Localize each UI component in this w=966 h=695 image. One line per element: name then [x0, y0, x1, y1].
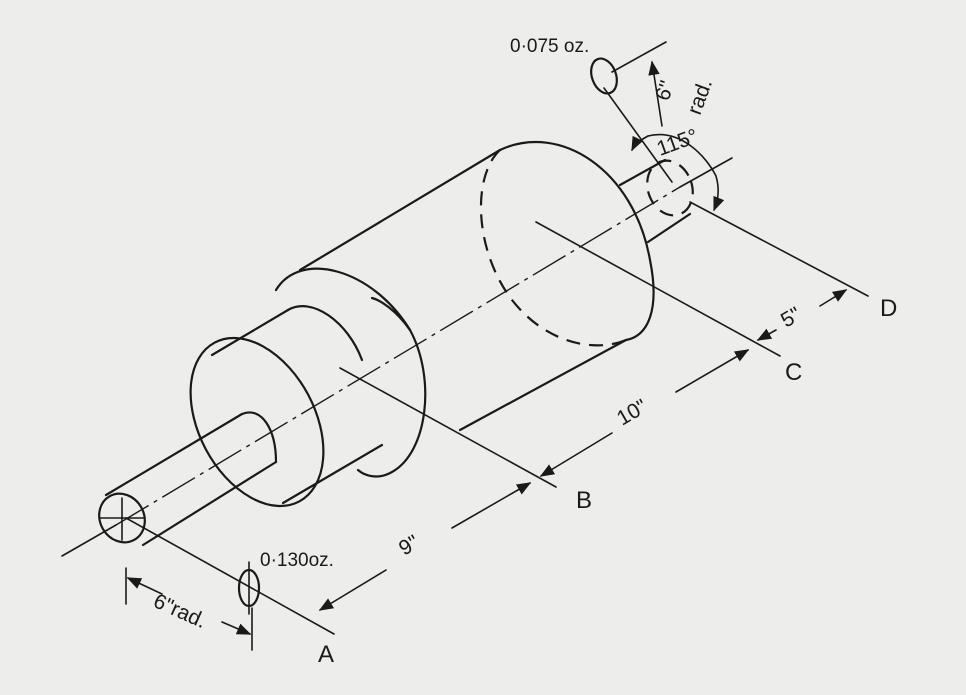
- stepped-collar: [189, 305, 384, 508]
- mass-d-label: 0·075 oz.: [510, 36, 589, 57]
- plane-c-line: [535, 221, 781, 357]
- radius-d-label: 6": [651, 78, 679, 104]
- mass-a: [237, 561, 261, 615]
- mass-d-blob: [590, 57, 618, 95]
- shaft-axis: [61, 157, 733, 557]
- dim-cd-right: [819, 289, 848, 307]
- left-shaft: [98, 411, 278, 547]
- dim-cd-label: 5": [777, 303, 805, 332]
- dim-ab-right: [451, 482, 532, 529]
- dim-bc-right: [675, 349, 750, 393]
- plane-lines: [125, 201, 869, 635]
- mass-a-label: 0·130oz.: [260, 550, 334, 571]
- dim-ab-label: 9": [395, 531, 423, 560]
- radius-a-label: 6"rad.: [150, 590, 210, 634]
- plane-b-line: [339, 367, 557, 488]
- dim-bc-left: [539, 432, 613, 477]
- main-drum: [298, 140, 655, 432]
- angle-label: 115°: [654, 125, 701, 161]
- radius-a-arrow-left: [126, 577, 163, 595]
- plane-d-line: [689, 201, 869, 297]
- dim-ab-left: [318, 569, 387, 611]
- mass-d-radius-arrow: [648, 60, 663, 127]
- mass-d-radius-line: [603, 87, 673, 183]
- dim-cd-left: [756, 328, 777, 341]
- flange: [274, 267, 427, 478]
- radius-a-arrow-right: [221, 621, 252, 635]
- mass-d-ext-line: [611, 41, 667, 73]
- plane-label-c: C: [785, 359, 802, 386]
- plane-label-a: A: [318, 641, 334, 668]
- plane-a-line: [125, 517, 335, 635]
- angle-arc: [647, 133, 725, 212]
- dimension-lines: [125, 289, 848, 651]
- mass-d: [590, 41, 725, 212]
- plane-label-b: B: [576, 487, 592, 514]
- radius-d-unit-label: rad.: [683, 76, 717, 118]
- right-shaft: [618, 158, 694, 244]
- plane-label-d: D: [880, 295, 897, 322]
- dim-bc-label: 10": [613, 395, 651, 430]
